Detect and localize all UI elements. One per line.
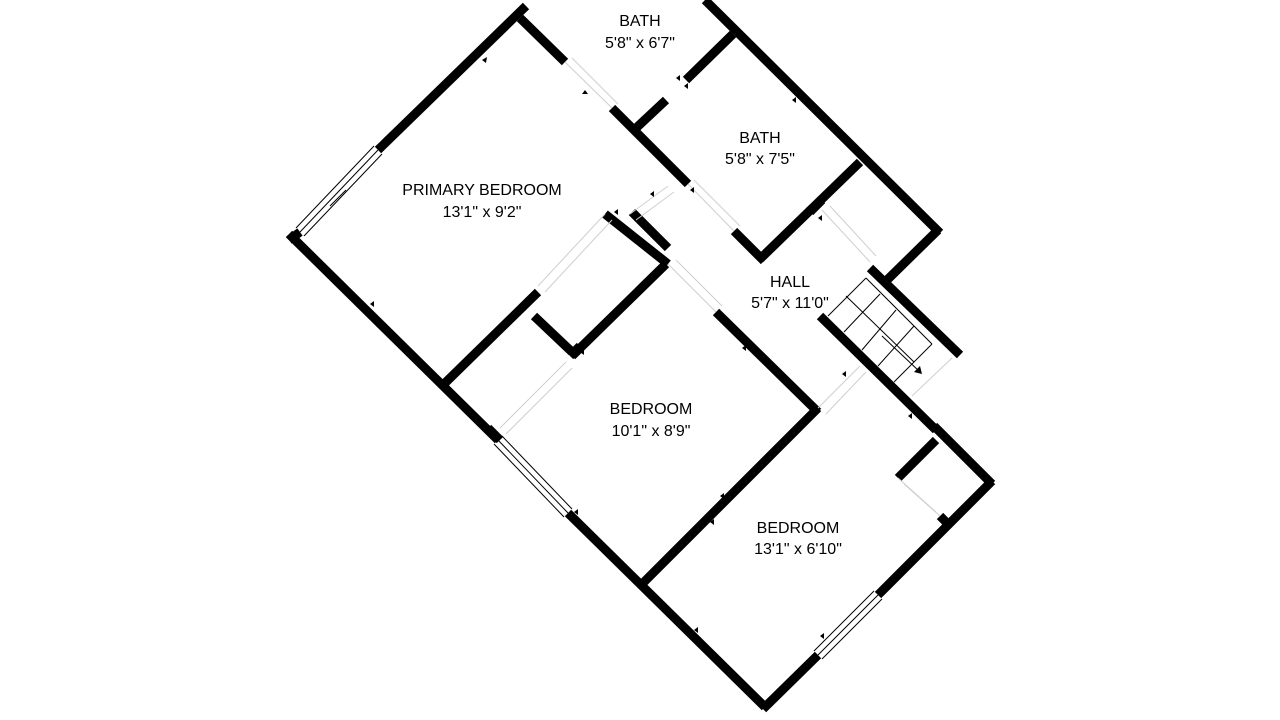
window-bedroom-1 — [493, 435, 573, 518]
wall-stub-bedroom1-top — [566, 342, 584, 360]
door-markers — [370, 57, 912, 639]
opening-closet-bedroom2-b — [897, 477, 937, 513]
opening-closet-primary-b — [544, 219, 613, 293]
opening-bedroom1-b — [675, 259, 723, 307]
wall-bedroom1-right — [712, 308, 822, 416]
wall-bath-primary-upper — [516, 14, 569, 66]
wall-exterior-nw-upper — [374, 2, 530, 154]
wall-exterior-se-upper — [874, 477, 996, 599]
room-label-bedroom-2: BEDROOM 13'1" x 6'10" — [754, 520, 842, 558]
interior-walls — [440, 14, 950, 586]
room-dimensions: 5'8" x 6'7" — [605, 35, 675, 52]
room-name: BEDROOM — [757, 520, 840, 537]
room-name: BATH — [619, 13, 660, 30]
openings — [499, 57, 941, 517]
room-name: HALL — [770, 274, 810, 291]
stair-arrow-icon — [881, 335, 922, 374]
opening-bedroom1 — [667, 263, 717, 313]
wall-stub-bedroom1-left — [484, 424, 504, 444]
opening-bedroom2 — [817, 365, 861, 409]
opening-bath2 — [687, 183, 735, 232]
wall-bath-bath-lower — [630, 96, 670, 134]
opening-primary — [629, 185, 669, 215]
room-name: BEDROOM — [610, 401, 693, 418]
window-primary-bedroom — [295, 145, 383, 237]
room-dimensions: 5'8" x 7'5" — [725, 151, 795, 168]
wall-closet-primary-a — [602, 210, 671, 268]
wall-exterior-se-lower — [759, 651, 822, 713]
room-label-bath-1: BATH 5'8" x 6'7" — [605, 13, 675, 52]
opening-bath1-b — [571, 57, 619, 105]
wall-hall-stair — [816, 312, 940, 434]
wall-primary-bedroom-bottom — [440, 288, 542, 388]
wall-closet-top — [806, 196, 826, 216]
opening-bedroom2-b — [825, 371, 867, 415]
wall-closet-primary-d — [530, 312, 576, 356]
room-dimensions: 13'1" x 6'10" — [754, 541, 842, 558]
wall-closet-bedroom2-b — [936, 512, 950, 526]
wall-exterior-sw-upper — [285, 230, 502, 444]
wall-bath-primary-lower — [608, 104, 692, 188]
opening-bath2-b — [693, 179, 741, 227]
wall-bedroom-divider — [640, 404, 822, 586]
opening-closet-bedroom1-b — [505, 367, 573, 435]
wall-closet-primary-c — [568, 260, 670, 360]
opening-bath1 — [564, 61, 613, 109]
exterior-walls — [285, 0, 996, 713]
opening-closet-hall-b — [829, 205, 877, 257]
wall-exterior-e-upper — [882, 226, 942, 285]
room-dimensions: 13'1" x 9'2" — [443, 204, 522, 221]
wall-exterior-ne — [701, 0, 944, 237]
room-dimensions: 5'7" x 11'0" — [751, 295, 829, 312]
windows — [295, 145, 883, 660]
wall-exterior-sw-lower — [564, 509, 769, 711]
room-name: BATH — [739, 130, 780, 147]
room-label-bath-2: BATH 5'8" x 7'5" — [725, 130, 795, 168]
wall-closet-bedroom2-a — [894, 436, 940, 482]
room-dimensions: 10'1" x 8'9" — [612, 423, 691, 440]
room-label-bedroom-1: BEDROOM 10'1" x 8'9" — [610, 401, 693, 440]
staircase — [827, 277, 953, 397]
opening-closet-primary — [537, 213, 606, 287]
window-bedroom-2 — [813, 590, 883, 660]
wall-exterior-e-lower — [930, 422, 996, 488]
wall-stair-right — [866, 264, 964, 359]
room-name: PRIMARY BEDROOM — [402, 182, 561, 199]
opening-primary-b — [635, 191, 675, 221]
opening-closet-hall — [821, 209, 871, 263]
room-label-primary-bedroom: PRIMARY BEDROOM 13'1" x 9'2" — [402, 182, 561, 221]
opening-closet-bedroom1 — [499, 361, 567, 429]
room-label-hall: HALL 5'7" x 11'0" — [751, 274, 829, 312]
wall-bath-bath — [682, 30, 737, 84]
